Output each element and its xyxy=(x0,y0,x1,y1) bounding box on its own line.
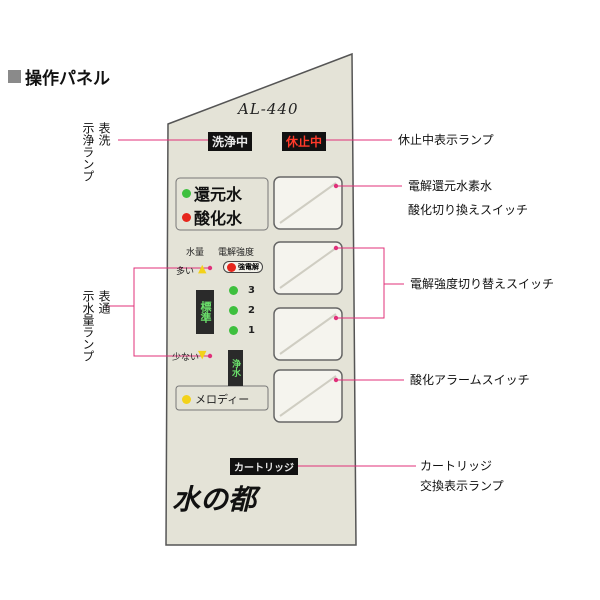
brand-logo: 水の都 xyxy=(172,483,257,516)
pause-lamp: 休止中 xyxy=(282,132,327,151)
switch-annotation-line2: 酸化切り換えスイッチ xyxy=(408,203,529,217)
pause-lamp-annotation: 休止中表示ランプ xyxy=(398,133,494,147)
reduce-indicator: 還元水 xyxy=(182,181,242,205)
water-lamp-annotation-col2: 示水量ランプ xyxy=(81,290,95,362)
green-lamp-icon xyxy=(182,188,191,198)
level-2: 2 xyxy=(229,305,255,316)
level-1-label: 1 xyxy=(248,325,255,336)
yellow-lamp-icon xyxy=(182,394,191,404)
heading-square-icon xyxy=(8,70,21,83)
level-1: 1 xyxy=(229,325,255,336)
green-lamp-icon xyxy=(229,286,238,295)
strength-switch-annotation: 電解強度切り替えスイッチ xyxy=(410,277,555,291)
melody-indicator: メロディー xyxy=(182,391,249,407)
strong-acid-lamp: 強電解 xyxy=(223,261,263,273)
many-label: 多い xyxy=(176,267,195,277)
wash-lamp: 洗浄中 xyxy=(208,132,253,151)
cartridge-annotation-line1: カートリッジ xyxy=(420,459,493,473)
standard-lamp: 標準 xyxy=(196,290,214,334)
acid-alarm-switch[interactable] xyxy=(273,369,343,423)
strength-label: 電解強度 xyxy=(218,248,255,258)
indicator-frame xyxy=(175,177,269,231)
strong-acid-label: 強電解 xyxy=(238,263,259,271)
reduce-acid-switch[interactable] xyxy=(273,176,343,230)
alarm-switch-annotation: 酸化アラームスイッチ xyxy=(410,373,530,387)
red-lamp-icon xyxy=(227,262,236,272)
down-triangle-icon: ▼ xyxy=(198,348,207,361)
acid-label: 酸化水 xyxy=(194,209,243,228)
leader-water xyxy=(133,267,210,357)
water-amount-label: 水量 xyxy=(186,248,205,258)
red-lamp-icon xyxy=(182,212,191,222)
wash-lamp-annotation-col1: 表洗 xyxy=(97,122,111,146)
leader-strength xyxy=(336,247,385,319)
heading: 操作パネル xyxy=(8,64,110,89)
green-lamp-icon xyxy=(229,326,238,335)
few-label: 少ない xyxy=(172,353,200,363)
reduce-label: 還元水 xyxy=(194,185,243,204)
model-number: AL-440 xyxy=(238,100,299,118)
water-lamp-annotation-col1: 表通 xyxy=(97,290,111,314)
level-3-label: 3 xyxy=(248,285,255,296)
purified-lamp: 浄水 xyxy=(228,350,243,386)
leader-lines xyxy=(106,139,416,467)
heading-text: 操作パネル xyxy=(25,69,110,89)
acid-indicator: 酸化水 xyxy=(182,205,242,229)
level-3: 3 xyxy=(229,285,255,296)
up-triangle-icon: ▲ xyxy=(198,262,207,275)
level-2-label: 2 xyxy=(248,305,255,316)
cartridge-lamp: カートリッジ xyxy=(230,458,298,475)
switch-annotation-line1: 電解還元水素水 xyxy=(408,179,493,193)
melody-label: メロディー xyxy=(195,393,250,406)
green-lamp-icon xyxy=(229,306,238,315)
strength-switch-down[interactable] xyxy=(273,307,343,361)
wash-lamp-annotation-col2: 示浄ランプ xyxy=(81,122,95,182)
melody-frame xyxy=(175,385,269,411)
strength-switch-up[interactable] xyxy=(273,241,343,295)
cartridge-annotation-line2: 交換表示ランプ xyxy=(420,479,504,493)
